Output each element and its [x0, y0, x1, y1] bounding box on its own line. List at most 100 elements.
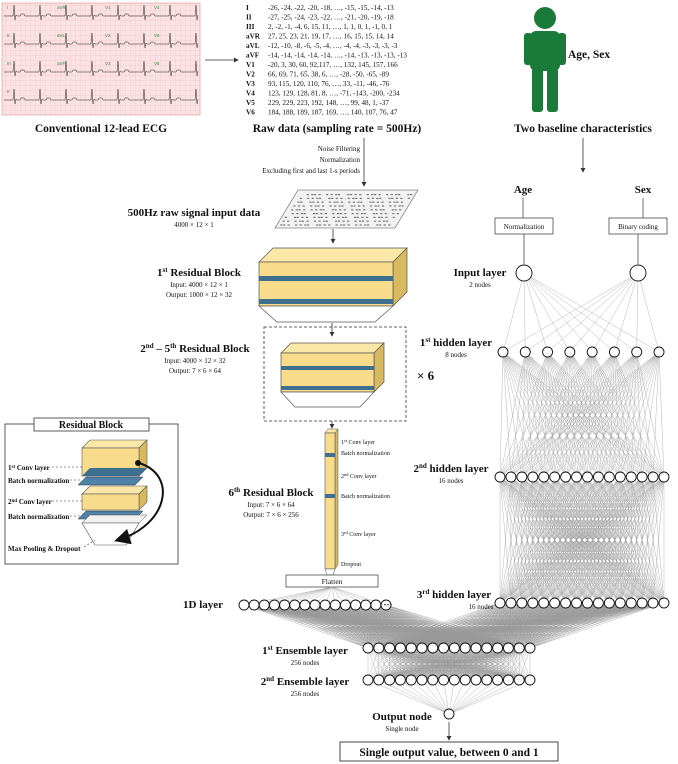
signal-dot [315, 213, 318, 215]
signal-dot [407, 197, 410, 199]
edge [543, 351, 660, 478]
edge [502, 351, 544, 478]
signal-dot [320, 213, 323, 215]
ensemble-1-node [416, 642, 428, 654]
edge [587, 351, 615, 478]
edge [641, 476, 665, 604]
edge [497, 647, 531, 681]
edge [367, 602, 533, 649]
signal-dot [312, 201, 315, 203]
output-value-box [339, 741, 559, 762]
ecg-trace-row [4, 4, 199, 21]
signal-dot [350, 205, 353, 207]
signal-dot [325, 220, 329, 222]
preprocess-step-3: Excluding first and last 1-s periods [262, 167, 360, 175]
edge [502, 351, 577, 478]
signal-dot [314, 194, 317, 196]
edge [636, 351, 665, 478]
edge [521, 351, 660, 478]
signal-dot [322, 209, 325, 211]
signal-dot [280, 224, 283, 226]
hidden-2-node [494, 471, 506, 483]
input-layer-title: Input layer [454, 267, 507, 279]
signal-dot [389, 205, 392, 207]
signal-dot [386, 194, 389, 196]
edge [576, 351, 593, 478]
edge [554, 351, 593, 478]
edge [499, 476, 512, 604]
edge [345, 604, 390, 649]
edge [508, 647, 531, 681]
signal-dot [302, 205, 305, 207]
signal-dot [395, 194, 398, 196]
baseline-title: Age, Sex [568, 49, 610, 61]
ensemble-1-node [438, 642, 450, 654]
signal-dot [365, 216, 369, 218]
hidden-3-node [505, 597, 517, 609]
res6-conv1-label: 1st Conv layer [341, 438, 375, 446]
edge [637, 272, 660, 353]
edge [304, 604, 379, 649]
signal-dot [391, 197, 394, 199]
signal-dot [354, 220, 357, 222]
signal-dot [385, 216, 388, 218]
edge [652, 476, 665, 604]
edge [499, 476, 632, 604]
signal-dot [333, 201, 336, 203]
edge [499, 476, 643, 604]
edge [421, 647, 531, 681]
signal-dot [297, 201, 300, 203]
ecg-trace-row [4, 88, 199, 105]
signal-dot [376, 224, 379, 226]
edge [636, 351, 654, 478]
signal-dot [347, 197, 350, 199]
person-icon [524, 7, 566, 112]
edge [508, 602, 665, 649]
edge [547, 351, 632, 478]
edge [367, 602, 511, 649]
edge [378, 602, 665, 649]
edge [367, 647, 455, 681]
signal-dot [357, 201, 360, 203]
edge [547, 272, 639, 353]
res-block-6-graphic [324, 428, 339, 576]
edge [304, 604, 369, 649]
legend-pool: Max Pooling & Dropout [8, 545, 81, 553]
signal-dot [363, 209, 366, 211]
ensemble-2-node [459, 674, 471, 686]
edge [499, 351, 571, 478]
edge [525, 351, 610, 478]
res6-bn2-label: Batch normalization [341, 494, 390, 500]
raw-row-lead: aVR [246, 33, 261, 41]
signal-dot [398, 205, 401, 207]
edge [614, 351, 665, 478]
signal-dot [388, 197, 391, 199]
edge [523, 272, 637, 353]
ecg-lead-label: aVL [57, 33, 66, 38]
signal-dot [399, 209, 402, 211]
edge [510, 351, 593, 478]
edge [448, 679, 509, 715]
signal-dot [396, 201, 399, 203]
signal-dot [328, 224, 331, 226]
hidden-2-node [614, 471, 626, 483]
signal-dot [297, 205, 301, 207]
raw-row-values: 229, 229, 223, 192, 148, …, 99, 48, 1, -… [268, 99, 389, 107]
edge [614, 272, 639, 353]
one-d-node [319, 599, 331, 611]
ensemble-1-node [427, 642, 439, 654]
input-layer-nodes: 2 nodes [469, 281, 491, 289]
edge [525, 351, 577, 478]
edge [587, 476, 665, 604]
signal-dot [356, 216, 359, 218]
edge [475, 647, 531, 681]
edge [636, 272, 639, 353]
edge [525, 351, 588, 478]
edge [523, 272, 571, 353]
ecg-lead-label: II [7, 89, 10, 94]
edge [587, 351, 593, 478]
signal-dot [291, 213, 294, 215]
signal-dot [352, 201, 356, 203]
ecg-lead-label: aVF [57, 61, 66, 66]
